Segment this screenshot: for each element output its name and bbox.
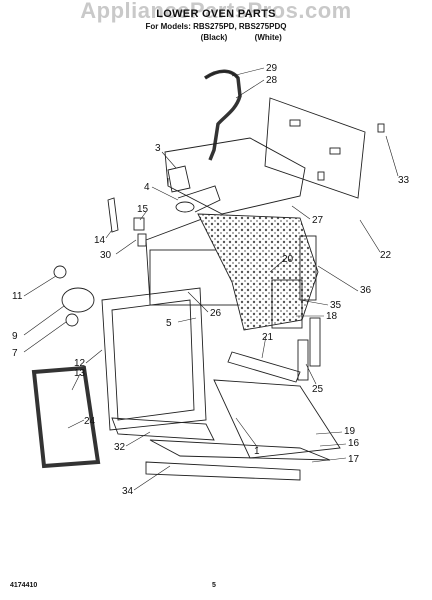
rear-panel: [264, 97, 366, 199]
callout-16: 16: [348, 438, 360, 449]
callout-1: 1: [254, 446, 260, 457]
callout-11: 11: [12, 291, 23, 302]
callout-33: 33: [398, 175, 410, 186]
callout-5: 5: [166, 318, 172, 329]
callout-7: 7: [12, 348, 18, 359]
callout-32: 32: [114, 442, 126, 453]
color-variants: (Black) (White): [188, 33, 298, 42]
callout-29: 29: [266, 63, 278, 74]
variant-black: (Black): [200, 33, 228, 42]
callout-34: 34: [122, 486, 134, 497]
callout-15: 15: [137, 204, 149, 215]
model-subtitle: For Models: RBS275PD, RBS275PDQ: [145, 22, 287, 31]
top-panel: [164, 137, 306, 215]
bottom-panel: [213, 379, 341, 459]
callout-13: 13: [74, 368, 86, 379]
watermark: AppliancePartsPros.com: [80, 0, 352, 23]
callout-25: 25: [312, 384, 324, 395]
callout-35: 35: [330, 300, 342, 311]
part-number: 4174410: [10, 582, 38, 589]
page-number: 5: [212, 582, 216, 589]
callout-18: 18: [326, 311, 338, 322]
callout-14: 14: [94, 235, 106, 246]
callout-24: 24: [84, 416, 96, 427]
callout-12: 12: [74, 358, 86, 369]
callout-4: 4: [144, 182, 150, 193]
page-title: LOWER OVEN PARTS: [156, 8, 276, 20]
callout-3: 3: [155, 143, 161, 154]
callout-17: 17: [348, 454, 360, 465]
callout-22: 22: [380, 250, 392, 261]
callout-9: 9: [12, 331, 18, 342]
callout-20: 20: [282, 254, 294, 265]
callout-21: 21: [262, 332, 274, 343]
variant-white: (White): [254, 33, 282, 42]
callout-28: 28: [266, 75, 278, 86]
callout-36: 36: [360, 285, 372, 296]
vent-tube: [204, 69, 242, 161]
callout-26: 26: [210, 308, 222, 319]
door-gasket: [31, 365, 101, 469]
door-inner-panel: [101, 287, 207, 431]
callout-27: 27: [312, 215, 324, 226]
callout-19: 19: [344, 426, 356, 437]
callout-30: 30: [100, 250, 112, 261]
